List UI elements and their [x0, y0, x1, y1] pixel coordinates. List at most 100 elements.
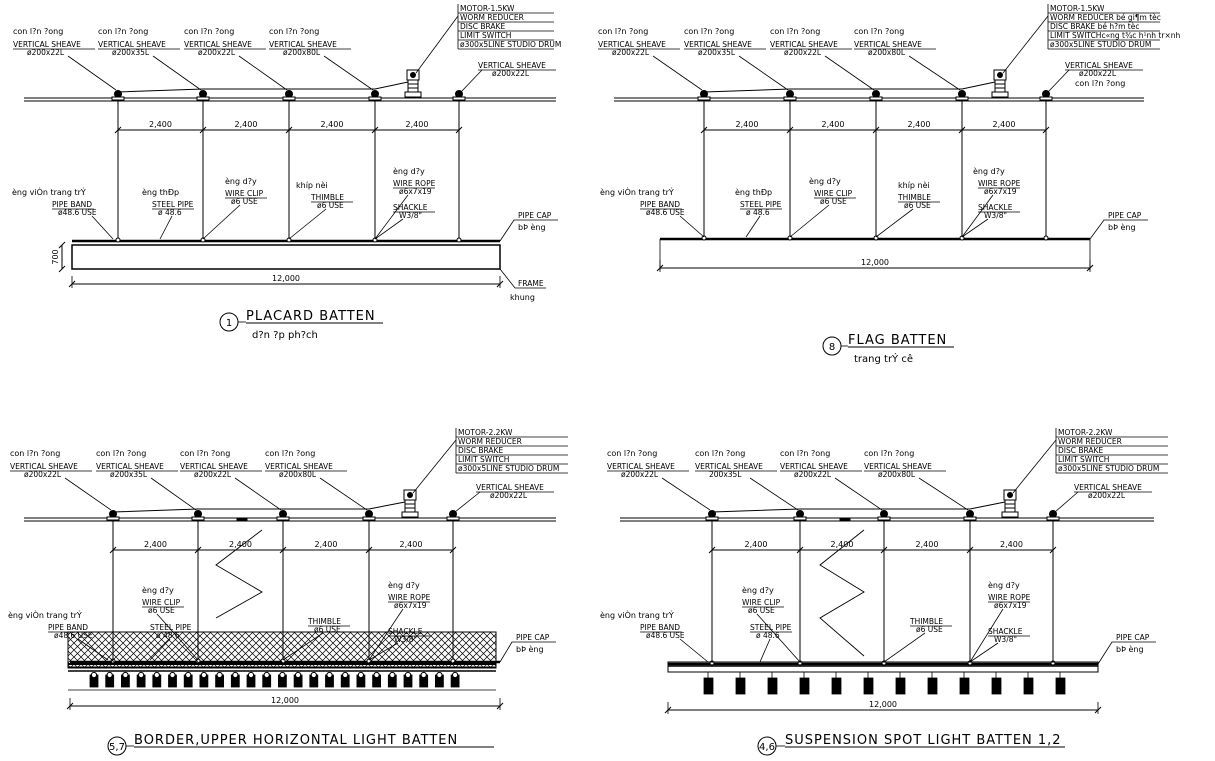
part-label-vn: èng thÐp: [735, 187, 772, 197]
sheave-label-vn: con l?n ?ong: [598, 27, 648, 36]
hatch-line: [426, 632, 464, 668]
drum: [404, 499, 416, 513]
part-size: ø6 USE: [916, 625, 943, 634]
sheave-icon: [705, 510, 719, 521]
sheave-wheel: [872, 90, 880, 98]
part-label: SHACKLE: [393, 203, 428, 212]
part-label: THIMBLE: [310, 193, 344, 202]
leader-line: [323, 55, 374, 91]
motor-spec: ø300x5LINE STUDIO DRUM: [460, 40, 561, 49]
motor-spec: DISC BRAKE: [460, 22, 505, 31]
hatch-line: [209, 632, 247, 668]
hatch-line: [454, 632, 492, 668]
motor-spec: WORM REDUCER: [1058, 437, 1122, 446]
sheave-label: VERTICAL SHEAVE: [180, 462, 248, 471]
sheave-wheel: [371, 90, 379, 98]
dimension-tick: [109, 546, 117, 554]
part-label-vn: èng viÒn trang trÝ: [600, 609, 674, 620]
sheave-label-vn: con l?n ?ong: [864, 449, 914, 458]
leader-line: [679, 215, 705, 238]
hatch-line: [139, 632, 177, 668]
sheave-size: ø200x22L: [492, 69, 530, 78]
part-label: THIMBLE: [909, 617, 943, 626]
part-label: PIPE BAND: [640, 623, 680, 632]
motor-spec: WORM REDUCER bé gi¶m tèc: [1050, 13, 1161, 22]
leader-line: [745, 215, 761, 238]
spotlight-icon: [959, 677, 970, 695]
leader-line: [67, 55, 117, 91]
fixture-clamp-icon: [452, 671, 459, 679]
span-dimension: 2,400: [229, 540, 252, 549]
part-label: THIMBLE: [897, 193, 931, 202]
spotlight-icon: [1023, 677, 1034, 695]
hatch-line: [90, 632, 128, 668]
cable-run: [112, 501, 406, 513]
leader-line: [499, 268, 546, 289]
leader-line: [1012, 439, 1057, 494]
motor-icon: [1001, 489, 1019, 518]
motor-icon: [991, 69, 1009, 98]
hatch-line: [272, 632, 310, 668]
sheave-wheel: [786, 90, 794, 98]
cable-run: [703, 81, 996, 93]
shackle-icon: [787, 235, 793, 241]
dimension-tick: [285, 126, 293, 134]
hatch-line: [475, 647, 496, 668]
sheave-label-vn: con l?n ?ong: [184, 27, 234, 36]
sheave-label-vn: con l?n ?ong: [269, 27, 319, 36]
hatch-line: [223, 632, 261, 668]
leader-line: [374, 218, 404, 240]
sheave-size: ø200x22L: [194, 470, 232, 479]
hatch-line: [104, 632, 142, 668]
linework: [10, 4, 1168, 756]
sheave-bracket: [955, 96, 969, 101]
hatch-line: [265, 632, 303, 668]
dimension-tick: [371, 126, 379, 134]
part-size: ø6 USE: [748, 606, 775, 615]
sheave-icon: [1046, 510, 1060, 521]
sheave-label-vn: con l?n ?ong: [780, 449, 830, 458]
hatch-line: [419, 632, 457, 668]
sheave-icon: [963, 510, 977, 521]
sheave-icon: [191, 510, 205, 521]
motor-spec: MOTOR-1.5KW: [1050, 4, 1105, 13]
sheave-bracket: [1039, 96, 1053, 101]
sheave-size: ø200x22L: [490, 491, 528, 500]
dimension-tick: [708, 546, 716, 554]
fixture-clamp-icon: [436, 671, 443, 679]
part-size: ø48.6 USE: [646, 631, 685, 640]
spotlight-icon: [863, 677, 874, 695]
sheave-label: VERTICAL SHEAVE: [684, 40, 752, 49]
frame-label-vn: khung: [510, 293, 535, 302]
sheave-icon: [276, 510, 290, 521]
hatch-line: [391, 632, 429, 668]
dimension-tick: [114, 126, 122, 134]
leader-line: [238, 55, 288, 91]
part-size: ø6 USE: [820, 197, 847, 206]
sheave-label: VERTICAL SHEAVE: [96, 462, 164, 471]
span-dimension: 2,400: [831, 540, 854, 549]
hatch-line: [76, 632, 114, 668]
leader-line: [883, 632, 926, 663]
cable-run: [117, 81, 409, 93]
sheave-wheel: [194, 510, 202, 518]
fixture-clamp-icon: [373, 671, 380, 679]
part-label: WIRE ROPE: [988, 593, 1031, 602]
motor-spec: DISC BRAKE: [1058, 446, 1103, 455]
fixture-clamp-icon: [263, 671, 270, 679]
motor-spec: DISC BRAKE bé h?m tèc: [1050, 22, 1139, 31]
leader-line: [234, 477, 282, 511]
part-label: WIRE CLIP: [142, 598, 181, 607]
pipe-cap-label: PIPE CAP: [518, 211, 552, 220]
leader-line: [969, 642, 999, 663]
sheave-size: ø200x22L: [612, 48, 650, 57]
leader-line: [652, 55, 703, 91]
hatch-line: [286, 632, 324, 668]
part-size: W3/8": [994, 635, 1017, 644]
sheave-size: ø200x22L: [24, 470, 62, 479]
leader-line: [152, 55, 202, 91]
motor-spec: MOTOR-1.5KW: [460, 4, 515, 13]
sheave-bracket: [963, 516, 977, 521]
sheave-label-vn: con l?n ?ong: [10, 449, 60, 458]
